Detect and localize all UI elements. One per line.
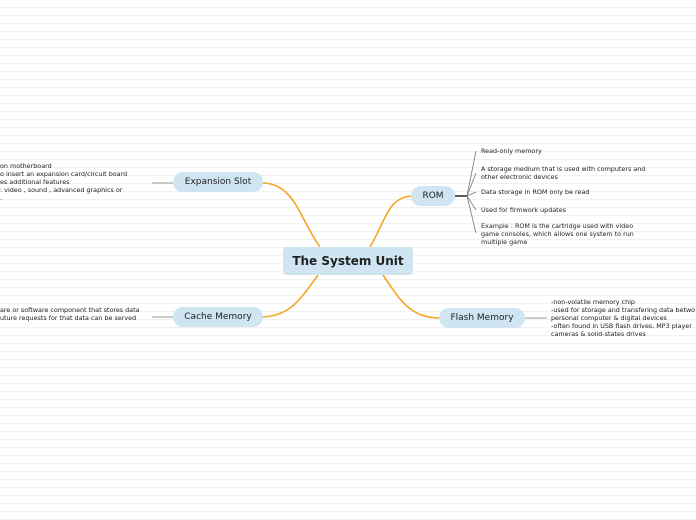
- note-line: .: [0, 194, 3, 202]
- rom-note-5: Example : ROM is the cartridge used with…: [481, 222, 634, 246]
- rom-note-1: Read-only memory: [481, 147, 542, 155]
- node-rom[interactable]: ROM: [411, 186, 455, 206]
- connector-expansion: [261, 182, 321, 248]
- rom-note-connectors: [455, 150, 477, 234]
- note-line: Used for firmwork updates: [481, 206, 566, 214]
- node-flash-memory-label: Flash Memory: [450, 313, 514, 323]
- note-line: es additional features: [0, 178, 70, 186]
- node-expansion-slot-label: Expansion Slot: [184, 177, 252, 187]
- note-line: multiple game: [481, 238, 528, 246]
- rom-note-3: Data storage in ROM only be read: [481, 188, 589, 196]
- node-rom-label: ROM: [422, 191, 444, 201]
- central-topic[interactable]: The System Unit: [283, 247, 413, 275]
- note-line: Example : ROM is the cartridge used with…: [481, 222, 634, 230]
- note-line: o insert an expansion card/circuit board: [0, 170, 128, 178]
- connector-rom: [369, 195, 413, 248]
- note-line: Read-only memory: [481, 147, 542, 155]
- note-line: A storage medium that is used with compu…: [481, 165, 646, 173]
- note-line: : video , sound , advanced graphics or: [0, 186, 123, 194]
- note-line: cameras & solid-states drives: [551, 330, 646, 338]
- rom-note-2: A storage medium that is used with compu…: [481, 165, 645, 181]
- expansion-slot-note: on motherboard o insert an expansion car…: [0, 162, 127, 202]
- connector-cache: [261, 274, 319, 318]
- note-line: personal computer & digital devices: [551, 314, 667, 322]
- note-line: game consoles, which allows one system t…: [481, 230, 634, 238]
- note-line: Data storage in ROM only be read: [481, 188, 590, 196]
- note-line: on motherboard: [0, 162, 52, 170]
- node-expansion-slot[interactable]: Expansion Slot: [173, 172, 263, 192]
- rom-note-4: Used for firmwork updates: [481, 206, 566, 214]
- connector-flash: [382, 274, 441, 319]
- node-cache-memory[interactable]: Cache Memory: [173, 307, 263, 327]
- note-line: -used for storage and transfering data b…: [551, 306, 696, 314]
- note-line: -non-volatile memory chip: [551, 298, 635, 306]
- note-line: other electronic devices: [481, 173, 558, 181]
- flash-memory-note: -non-volatile memory chip -used for stor…: [551, 298, 696, 338]
- node-cache-memory-label: Cache Memory: [184, 312, 252, 322]
- cache-memory-note: are or software component that stores da…: [0, 306, 140, 322]
- note-line: are or software component that stores da…: [0, 306, 140, 314]
- node-flash-memory[interactable]: Flash Memory: [439, 308, 525, 328]
- note-line: -often found in USB flash drives, MP3 pl…: [551, 322, 692, 330]
- note-line: uture requests for that data can be serv…: [0, 314, 137, 322]
